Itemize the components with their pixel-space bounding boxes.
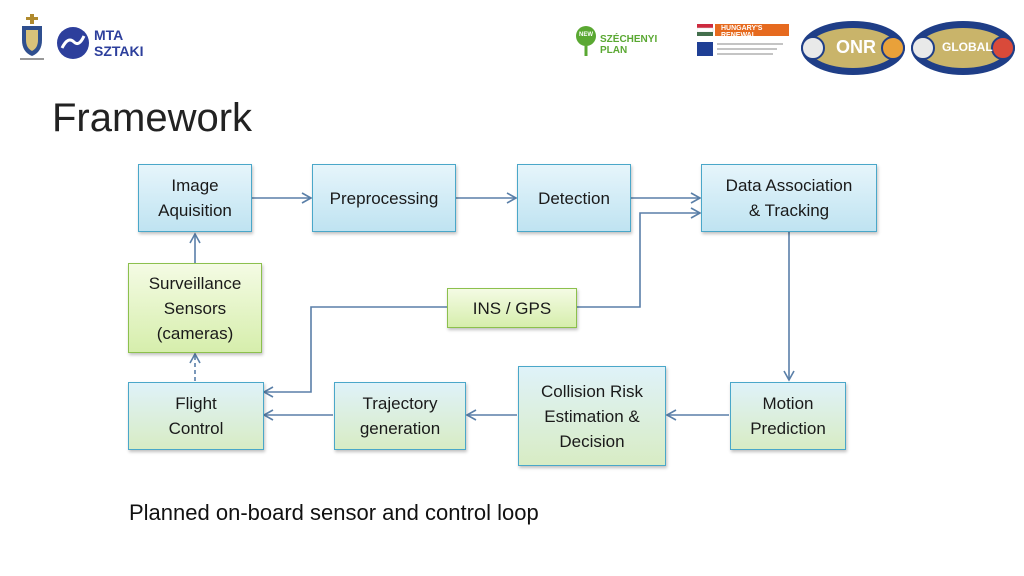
global-text: GLOBAL (942, 40, 993, 54)
mta-text: MTA (94, 27, 124, 43)
slide-title: Framework (52, 96, 253, 140)
node-flight-control: Flight Control (128, 382, 264, 450)
onr-global-logo: GLOBAL (910, 20, 1016, 76)
node-ins-gps: INS / GPS (447, 288, 577, 328)
onr-global-logo-icon (911, 21, 1015, 75)
node-detection: Detection (517, 164, 631, 232)
crest-logo (18, 14, 46, 62)
hungarys-renewal-logo-icon (696, 24, 789, 56)
szechenyi-plan-text: SZÉCHENYI PLAN (600, 34, 658, 56)
onr-text: ONR (836, 37, 876, 57)
arrow-ins-to-flight-control (262, 306, 447, 398)
new-szechenyi-plan-logo-icon (576, 26, 596, 56)
szechenyi-plan-logo: NEW SZÉCHENYI PLAN (576, 26, 686, 60)
node-motion-prediction: Motion Prediction (730, 382, 846, 450)
hungarys-renewal-logo: HUNGARY'S RENEWAL (696, 24, 789, 60)
node-preprocessing: Preprocessing (312, 164, 456, 232)
diagram-caption: Planned on-board sensor and control loop (129, 500, 539, 525)
onr-logo-icon (801, 21, 905, 75)
node-collision-risk: Collision Risk Estimation & Decision (518, 366, 666, 466)
hungarys-renewal-text: HUNGARY'S RENEWAL (721, 25, 763, 39)
node-trajectory-generation: Trajectory generation (334, 382, 466, 450)
node-image-acquisition: Image Aquisition (138, 164, 252, 232)
sztaki-text: SZTAKI (94, 43, 144, 59)
crest-icon (20, 14, 44, 60)
mta-sztaki-logo: MTA SZTAKI (56, 26, 146, 62)
onr-logo: ONR (800, 20, 906, 76)
arrow-ins-to-tracking (577, 207, 702, 308)
new-badge-text: NEW (579, 32, 593, 38)
mta-sztaki-logo-icon (57, 27, 89, 59)
node-surveillance-sensors: Surveillance Sensors (cameras) (128, 263, 262, 353)
node-data-association-tracking: Data Association & Tracking (701, 164, 877, 232)
